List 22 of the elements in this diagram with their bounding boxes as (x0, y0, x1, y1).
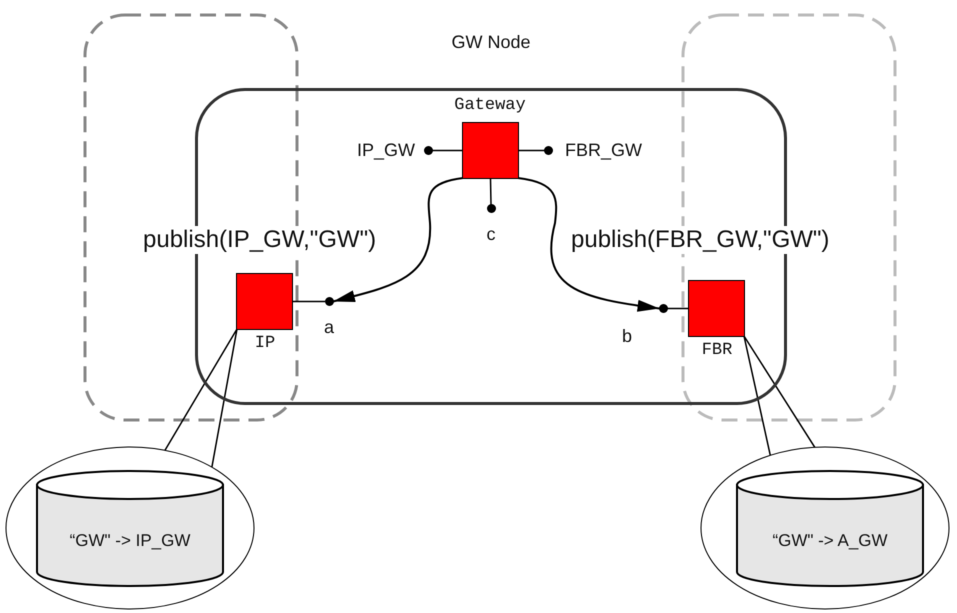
connector-line (490, 178, 492, 205)
group-title: GW Node (450, 32, 532, 53)
curved-arrow (518, 177, 660, 312)
connector-line (432, 150, 462, 152)
curved-arrow (332, 177, 464, 302)
connector-line (292, 300, 325, 302)
database-entry: “GW" -> IP_GW (68, 531, 192, 551)
component-label: Gateway (453, 96, 527, 115)
edge-label: publish(FBR_GW,"GW") (571, 226, 830, 254)
component-label: IP (254, 334, 276, 353)
port-label: a (322, 317, 335, 338)
connector-line (668, 308, 688, 310)
callout-pointer (164, 328, 238, 468)
port-label: FBR_GW (565, 140, 642, 161)
component-label: FBR (700, 341, 734, 360)
callout-pointer (743, 335, 816, 457)
port-label: c (486, 224, 496, 245)
port-label: IP_GW (356, 140, 415, 161)
port-label: b (622, 326, 632, 347)
edge-label: publish(IP_GW,"GW") (143, 226, 376, 254)
connector-line (518, 150, 544, 152)
database-entry: “GW" -> A_GW (771, 531, 889, 551)
